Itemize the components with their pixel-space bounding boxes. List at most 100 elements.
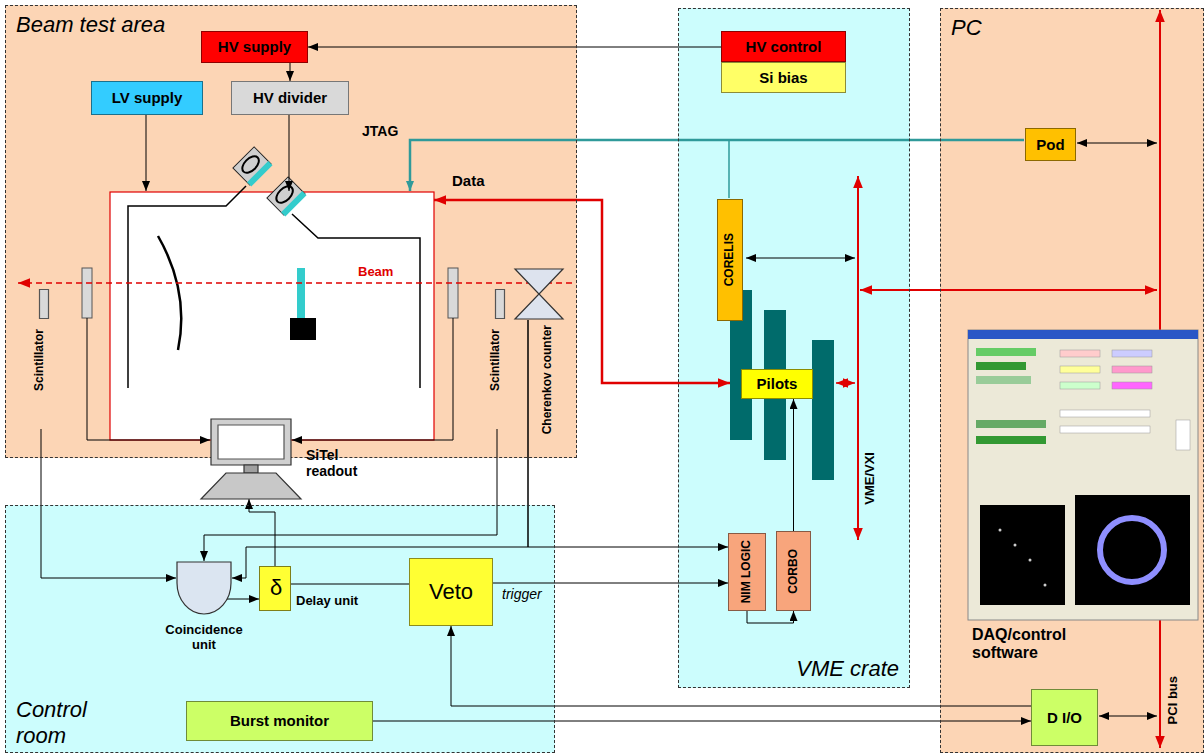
- window-widget: [1176, 420, 1190, 450]
- signal-connector: [451, 626, 1031, 706]
- beam-line: [18, 282, 572, 284]
- vessel-outline: [110, 192, 434, 440]
- detector-vessel: [110, 147, 434, 440]
- display-panel: [1075, 495, 1190, 605]
- region-title: VME crate: [796, 656, 899, 681]
- module-box: CORELIS: [717, 199, 743, 321]
- veto-box: Veto: [409, 558, 493, 626]
- supply-box: HV supply: [201, 31, 308, 63]
- bus-link: [1099, 716, 1157, 717]
- telescope-plane: [448, 268, 458, 318]
- region-title: Beam test area: [16, 12, 166, 37]
- signal-connector: [291, 584, 409, 585]
- shape-outline: [201, 473, 301, 499]
- window-widget: [976, 376, 1031, 384]
- signal-name: JTAG: [362, 123, 398, 139]
- bus-name: VME/VXI: [863, 452, 878, 505]
- hit-dot: [1029, 559, 1032, 562]
- node-label: δ: [260, 575, 292, 600]
- shape-outline: [515, 269, 563, 319]
- window-widget: [976, 436, 1046, 444]
- node-label: CORELIS: [723, 233, 737, 286]
- bus-name: PCI bus: [1166, 676, 1181, 724]
- panel-ground: [5, 5, 577, 458]
- jtag-link: [410, 140, 1024, 198]
- window-widget: [976, 362, 1026, 370]
- panel-grounds: [5, 5, 1204, 753]
- panel-ground: [678, 8, 910, 688]
- node-label: HV divider: [253, 89, 327, 106]
- divider-box: HV divider: [231, 81, 349, 115]
- signal-connector: [493, 583, 728, 584]
- window-widget: [1112, 350, 1152, 357]
- window-frame: [968, 330, 1198, 620]
- node-label: NIM LOGIC: [740, 540, 754, 603]
- signal-connector: [747, 611, 794, 623]
- scintillator: Scintillator: [29, 289, 53, 429]
- display-panel: [980, 505, 1065, 605]
- photodetector: [233, 147, 273, 187]
- cherenkov-ring: [1100, 518, 1164, 582]
- region-panel: VME crate HV control Si biasCORELIS PilotsN…: [678, 8, 910, 688]
- node-label: Pilots: [757, 375, 798, 392]
- photodetector: [267, 177, 307, 217]
- io-box: D I/O: [1031, 689, 1098, 746]
- telescope-planes: [82, 268, 458, 440]
- window-widget: [976, 348, 1036, 356]
- jtag-pod: Pod: [1025, 128, 1076, 161]
- node-label: Delay unit: [296, 594, 358, 609]
- window-widget: [1060, 426, 1150, 433]
- hit-dot: [1014, 544, 1017, 547]
- lv-wire: [146, 114, 147, 191]
- signal-connector: [249, 499, 275, 566]
- bus-link: [836, 382, 855, 384]
- window-widget: [1060, 366, 1100, 373]
- hit-dot: [1044, 584, 1047, 587]
- vme-bus: [857, 176, 859, 540]
- pilot-board: [812, 340, 834, 480]
- module-box: NIM LOGIC: [728, 533, 766, 611]
- shape-outline: [177, 562, 231, 614]
- signal-connector: [373, 721, 1031, 722]
- window-titlebar: [968, 330, 1198, 339]
- bus-link: [746, 258, 855, 259]
- control-box: HV control: [721, 31, 846, 62]
- window-widget: [1060, 410, 1150, 417]
- signal-connector: [528, 320, 728, 547]
- node-label: Scintillator: [489, 329, 503, 391]
- photodetector-ring: [273, 183, 296, 206]
- hv-wire: [289, 114, 290, 191]
- node-label: Si bias: [759, 69, 807, 86]
- signal-connector: [290, 63, 291, 81]
- node-label: LV supply: [112, 89, 183, 106]
- signal-connector: [308, 47, 721, 48]
- node-label: HV supply: [218, 38, 291, 55]
- node-label: Cherenkov counter: [541, 325, 555, 434]
- window-widget: [1060, 350, 1100, 357]
- delay-unit: δDelay unit: [259, 566, 291, 611]
- hit-dot: [999, 529, 1002, 532]
- monitor-box: Burst monitor: [186, 701, 373, 741]
- window-widget: [976, 420, 1046, 428]
- photodetector-window: [247, 161, 272, 186]
- vessel-wall: [128, 186, 420, 388]
- bus-link: [1077, 143, 1157, 144]
- panel-ground: [5, 505, 555, 753]
- data-link: [434, 200, 730, 383]
- signal-connector: [793, 399, 794, 531]
- region-title: Control room: [16, 697, 126, 748]
- node-label: SiTel readout: [306, 447, 370, 479]
- beam-label: Beam: [356, 265, 395, 280]
- signal-name: trigger: [500, 586, 544, 602]
- node-label: Burst monitor: [230, 712, 329, 729]
- jtag-wire: [728, 140, 730, 198]
- connector-layer: [41, 47, 1031, 721]
- software-screenshot: [968, 330, 1198, 620]
- node-label: Coincidence unit: [156, 623, 252, 653]
- software-caption: DAQ/control software: [972, 626, 1122, 663]
- shape-outline: [496, 290, 505, 319]
- control-box: Si bias: [721, 62, 846, 93]
- shape-outline: [211, 419, 291, 465]
- supply-wires: [146, 114, 289, 191]
